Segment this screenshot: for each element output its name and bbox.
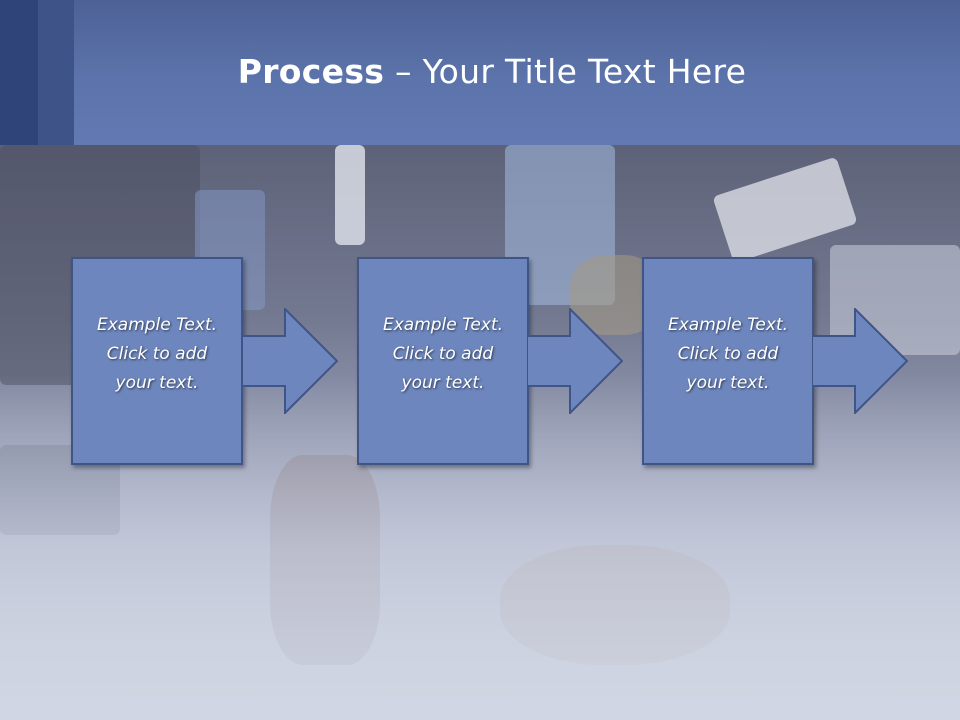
right-arrow-icon — [242, 308, 338, 414]
title-bold: Process — [237, 52, 385, 91]
header-band: Process – Your Title Text Here — [0, 0, 960, 145]
step-line: Example Text. — [96, 315, 218, 335]
process-step-2[interactable]: Example Text. Click to add your text. — [357, 257, 529, 465]
title-rest: – Your Title Text Here — [384, 52, 747, 91]
slide-title[interactable]: Process – Your Title Text Here — [0, 52, 960, 91]
step-line: Click to add — [392, 344, 494, 364]
step-text: Example Text. Click to add your text. — [73, 311, 241, 398]
step-line: Example Text. — [382, 315, 504, 335]
step-line: your text. — [401, 373, 485, 393]
step-text: Example Text. Click to add your text. — [644, 311, 812, 398]
header-accent-strip — [0, 0, 38, 145]
process-step-3[interactable]: Example Text. Click to add your text. — [642, 257, 814, 465]
step-text: Example Text. Click to add your text. — [359, 311, 527, 398]
header-accent-strip — [38, 0, 74, 145]
step-line: your text. — [686, 373, 770, 393]
step-line: Example Text. — [667, 315, 789, 335]
step-line: your text. — [115, 373, 199, 393]
right-arrow-icon — [527, 308, 623, 414]
step-line: Click to add — [677, 344, 779, 364]
step-line: Click to add — [106, 344, 208, 364]
right-arrow-icon — [812, 308, 908, 414]
process-step-1[interactable]: Example Text. Click to add your text. — [71, 257, 243, 465]
